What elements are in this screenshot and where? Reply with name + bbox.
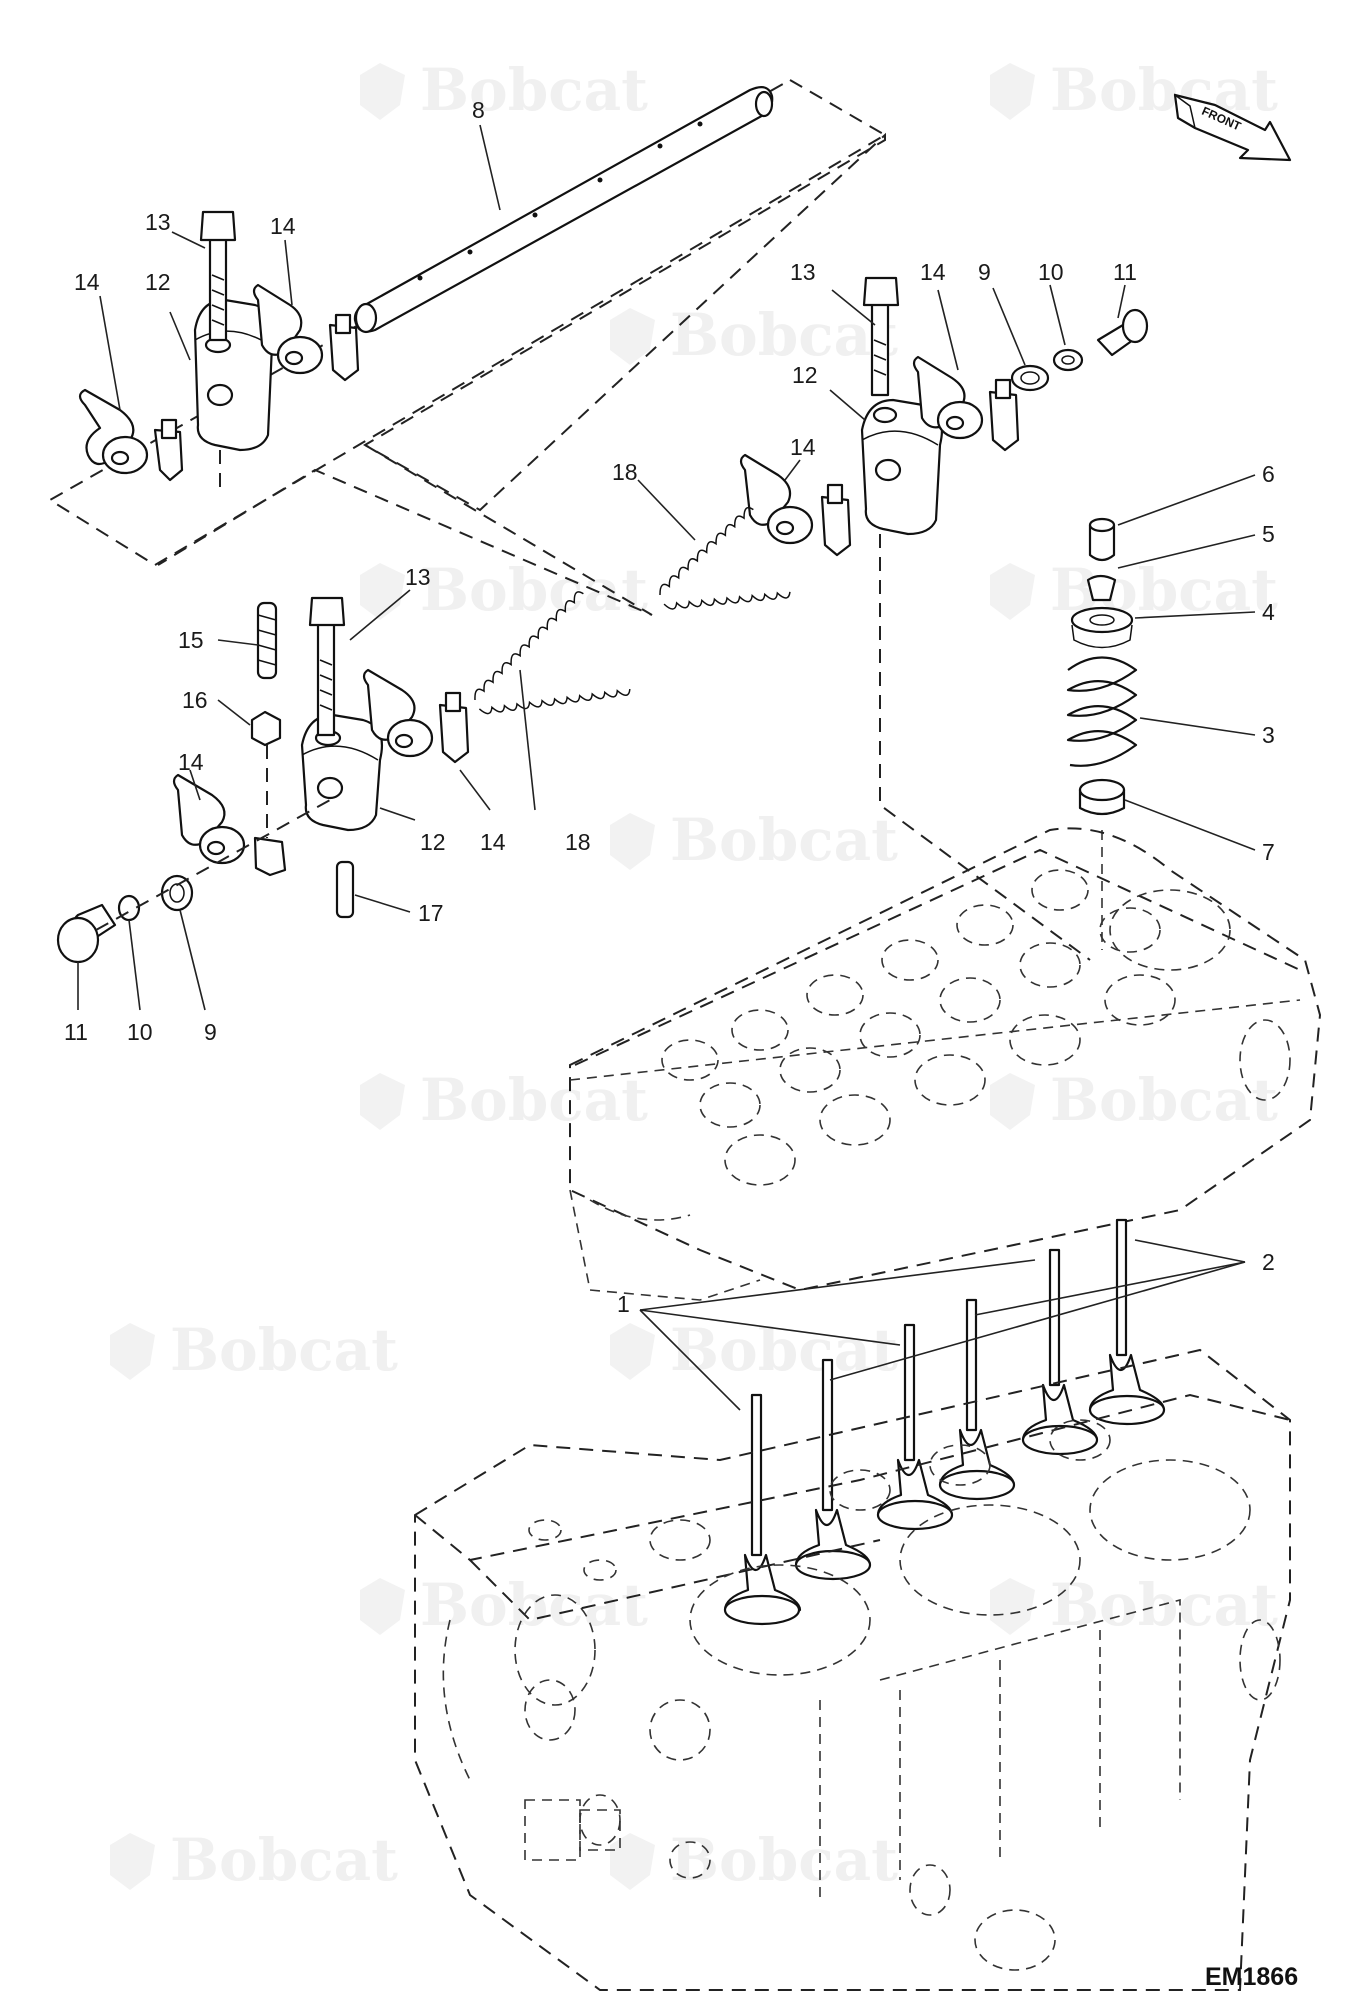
valve-spring-stack	[1066, 517, 1138, 950]
callout-4: 4	[1262, 599, 1275, 625]
watermark-text: Bobcat	[1050, 56, 1278, 124]
watermark-text: Bobcat	[420, 1066, 648, 1134]
callout-11: 11	[64, 1019, 88, 1045]
watermark-logo: Bobcat	[360, 1571, 648, 1639]
callout-17: 17	[418, 900, 444, 926]
valve	[723, 1393, 802, 1626]
valves	[723, 1218, 1166, 1626]
bobcat-logo-icon	[360, 563, 405, 620]
watermark-text: Bobcat	[670, 301, 898, 369]
watermark-logo: Bobcat	[990, 1066, 1278, 1134]
rocker-shaft	[48, 78, 887, 616]
callout-3: 3	[1262, 722, 1275, 748]
cylinder-head	[569, 827, 1322, 1301]
watermark-logo: Bobcat	[990, 1571, 1278, 1639]
callout-14: 14	[178, 749, 204, 775]
watermark-logo: Bobcat	[360, 56, 648, 124]
callout-18: 18	[612, 459, 638, 485]
watermark-logo: Bobcat	[110, 1826, 398, 1894]
valve	[794, 1358, 872, 1581]
callout-2: 2	[1262, 1249, 1275, 1275]
bobcat-logo-icon	[990, 563, 1035, 620]
callout-10: 10	[127, 1019, 153, 1045]
callout-11: 11	[1113, 259, 1137, 285]
valve	[1021, 1248, 1099, 1456]
callout-1: 1	[617, 1291, 630, 1317]
bobcat-logo-icon	[360, 63, 405, 120]
watermark-text: Bobcat	[670, 1316, 898, 1384]
callout-14: 14	[270, 213, 296, 239]
leader-lines	[77, 124, 1256, 1411]
bobcat-logo-icon	[610, 1323, 655, 1380]
engine-block	[414, 1348, 1291, 1991]
valve	[876, 1323, 954, 1531]
watermark-logo: Bobcat	[360, 1066, 648, 1134]
watermark-text: Bobcat	[420, 556, 648, 624]
callout-labels: 8 13 14 12 14 13 14 9 10 11 12 14 18 6 5…	[64, 97, 1275, 1317]
bobcat-logo-icon	[610, 1833, 655, 1890]
callout-13: 13	[790, 259, 816, 285]
callout-9: 9	[978, 259, 991, 285]
watermark-text: Bobcat	[420, 1571, 648, 1639]
spring-lower	[474, 591, 631, 715]
watermark-text: Bobcat	[670, 806, 898, 874]
rocker-assembly-top-left	[78, 210, 360, 490]
watermark-logo: Bobcat	[610, 1826, 898, 1894]
callout-14: 14	[74, 269, 100, 295]
callout-9: 9	[204, 1019, 217, 1045]
callout-15: 15	[178, 627, 204, 653]
callout-14: 14	[920, 259, 946, 285]
watermark-logo: Bobcat	[610, 806, 898, 874]
watermark-logo: Bobcat	[610, 301, 898, 369]
callout-14: 14	[480, 829, 506, 855]
callout-18: 18	[565, 829, 591, 855]
watermark-logo: Bobcat	[360, 556, 648, 624]
bobcat-logo-icon	[110, 1833, 155, 1890]
watermark-text: Bobcat	[170, 1316, 398, 1384]
watermark-text: Bobcat	[170, 1826, 398, 1894]
callout-16: 16	[182, 687, 208, 713]
callout-12: 12	[145, 269, 171, 295]
spring-upper	[659, 506, 791, 610]
watermark-text: Bobcat	[1050, 1066, 1278, 1134]
valve	[1088, 1218, 1166, 1426]
watermark-text: Bobcat	[420, 56, 648, 124]
watermark-logo: Bobcat	[110, 1316, 398, 1384]
callout-12: 12	[420, 829, 446, 855]
bobcat-logo-icon	[110, 1323, 155, 1380]
callout-13: 13	[145, 209, 171, 235]
figure-reference: EM1866	[1205, 1963, 1298, 1991]
bobcat-logo-icon	[990, 1073, 1035, 1130]
rocker-assembly-top-right	[739, 276, 1149, 961]
front-arrow-icon: FRONT	[1173, 93, 1292, 162]
watermark-logo: Bobcat	[610, 1316, 898, 1384]
callout-7: 7	[1262, 839, 1275, 865]
valve	[938, 1298, 1016, 1501]
bobcat-logo-icon	[360, 1578, 405, 1635]
bobcat-logo-icon	[360, 1073, 405, 1130]
watermark-text: Bobcat	[670, 1826, 898, 1894]
callout-6: 6	[1262, 461, 1275, 487]
bobcat-logo-icon	[610, 813, 655, 870]
rocker-assembly-mid-left	[56, 596, 470, 964]
callout-14: 14	[790, 434, 816, 460]
bobcat-logo-icon	[610, 308, 655, 365]
bobcat-logo-icon	[990, 63, 1035, 120]
callout-12: 12	[792, 362, 818, 388]
bobcat-logo-icon	[990, 1578, 1035, 1635]
callout-5: 5	[1262, 521, 1275, 547]
callout-13: 13	[405, 564, 431, 590]
callout-8: 8	[472, 97, 485, 123]
callout-10: 10	[1038, 259, 1064, 285]
watermark-logo: Bobcat	[990, 56, 1278, 124]
